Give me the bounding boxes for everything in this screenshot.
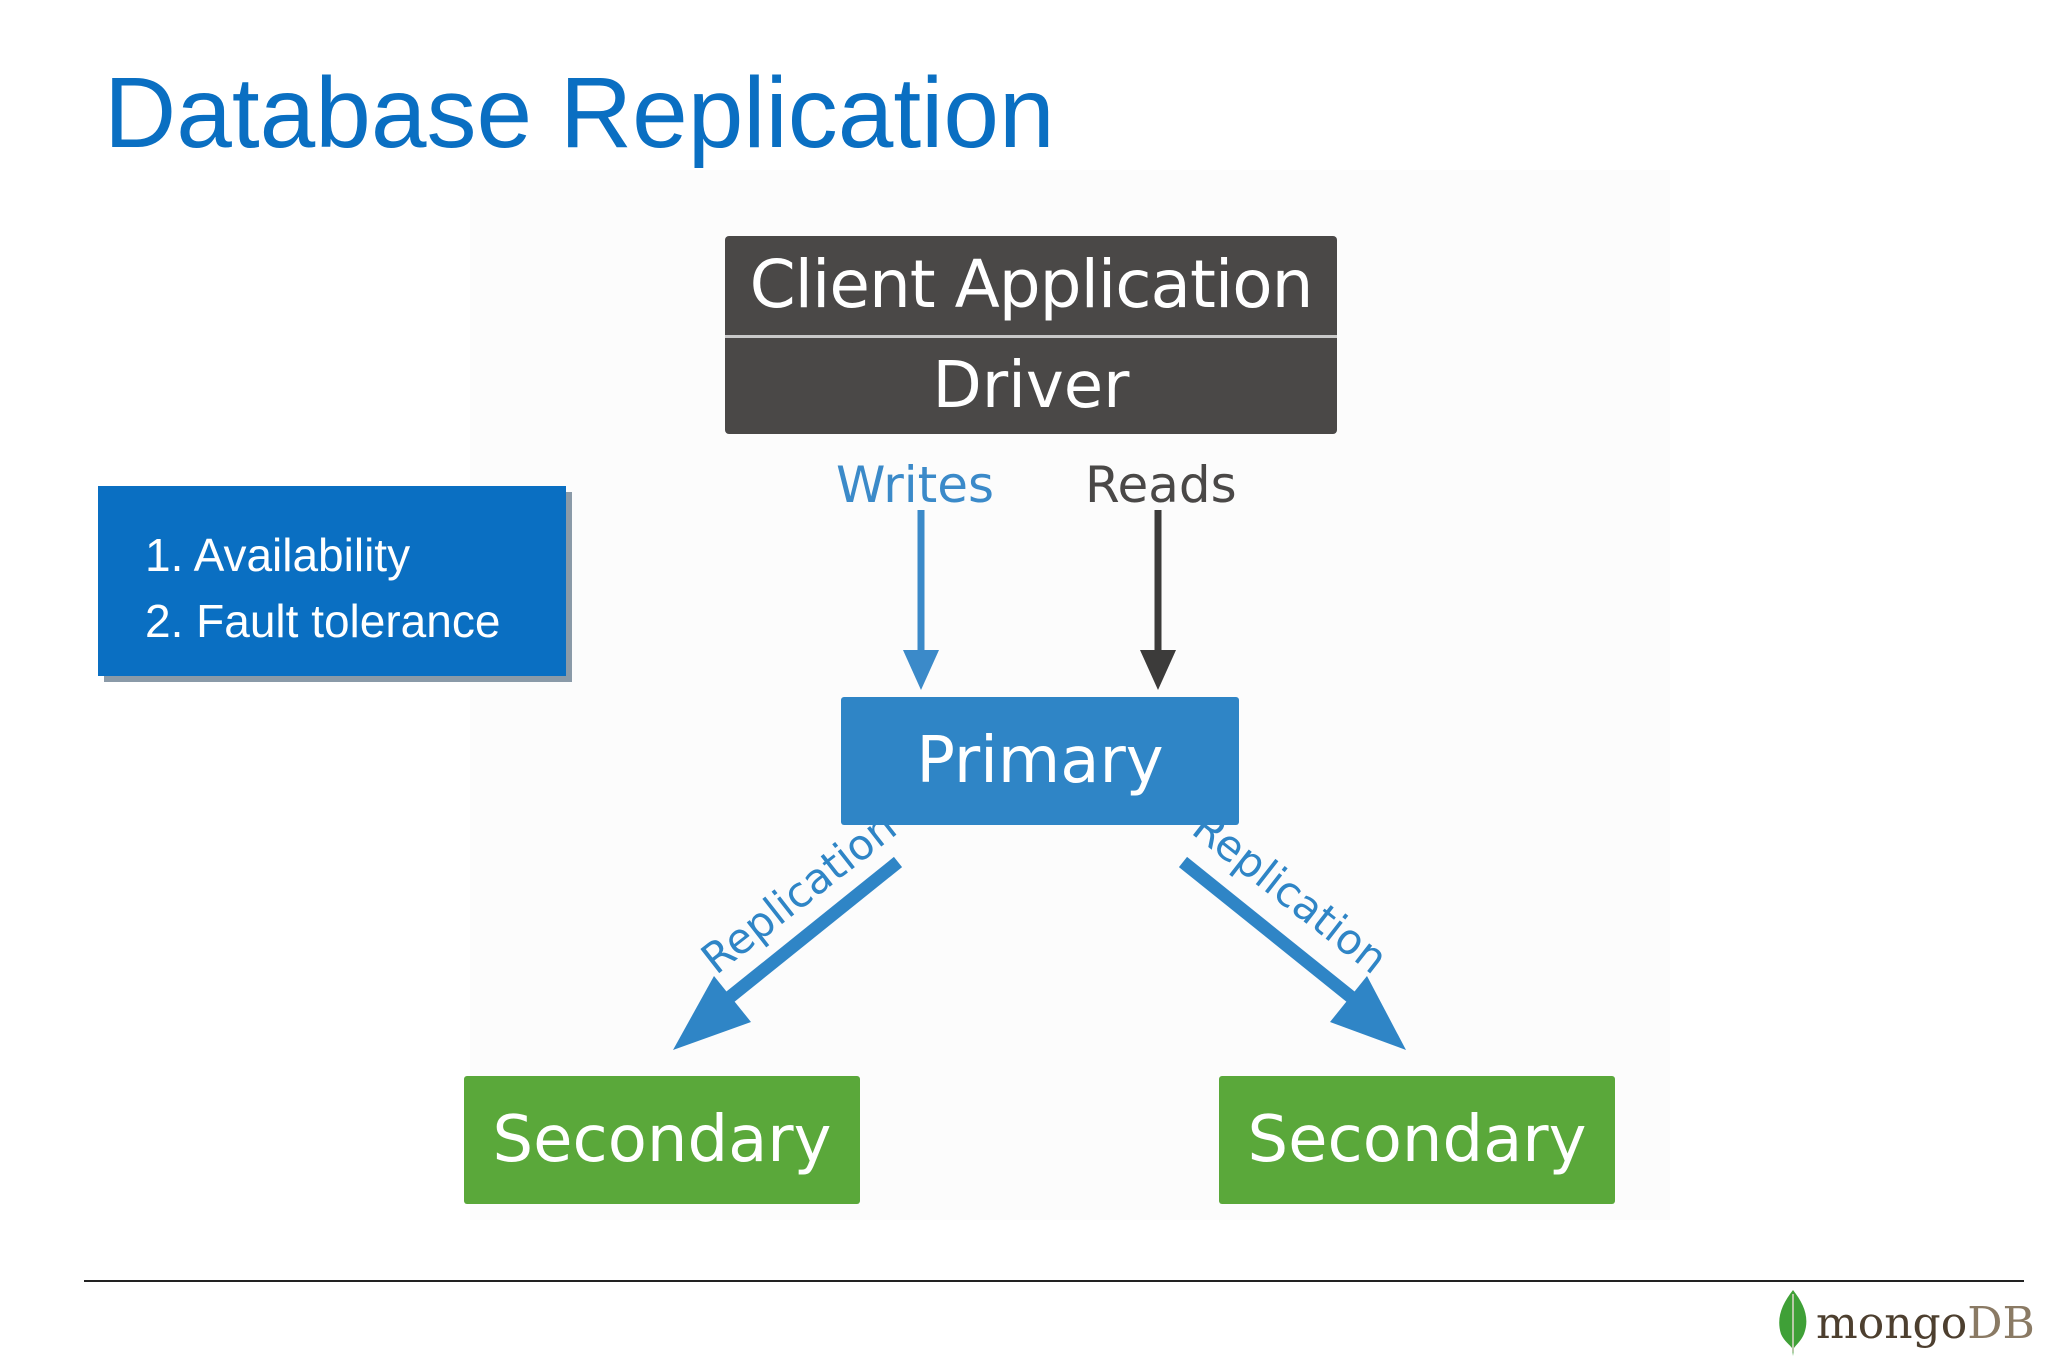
feature-item-fault-tolerance: 2. Fault tolerance — [145, 595, 501, 647]
secondary-node-right: Secondary — [1219, 1076, 1615, 1204]
mongodb-logo: mongoDB — [1774, 1288, 2035, 1360]
footer-divider — [84, 1280, 2024, 1282]
primary-node: Primary — [841, 697, 1239, 825]
driver-label: Driver — [932, 349, 1130, 423]
reads-label: Reads — [1085, 456, 1237, 514]
logo-text-db: DB — [1967, 1298, 2035, 1349]
feature-item-availability: 1. Availability — [145, 529, 411, 581]
leaf-icon — [1779, 1290, 1807, 1356]
slide-title: Database Replication — [104, 57, 1055, 169]
features-box: 1. Availability 2. Fault tolerance — [98, 486, 566, 676]
client-driver-divider — [725, 335, 1337, 338]
secondary-node-left: Secondary — [464, 1076, 860, 1204]
logo-text-mongo: mongo — [1816, 1298, 1968, 1349]
mongodb-wordmark: mongoDB — [1816, 1298, 2035, 1349]
writes-label: Writes — [836, 456, 995, 514]
client-application-box: Client Application Driver — [725, 236, 1337, 434]
client-application-label: Client Application — [749, 246, 1314, 323]
